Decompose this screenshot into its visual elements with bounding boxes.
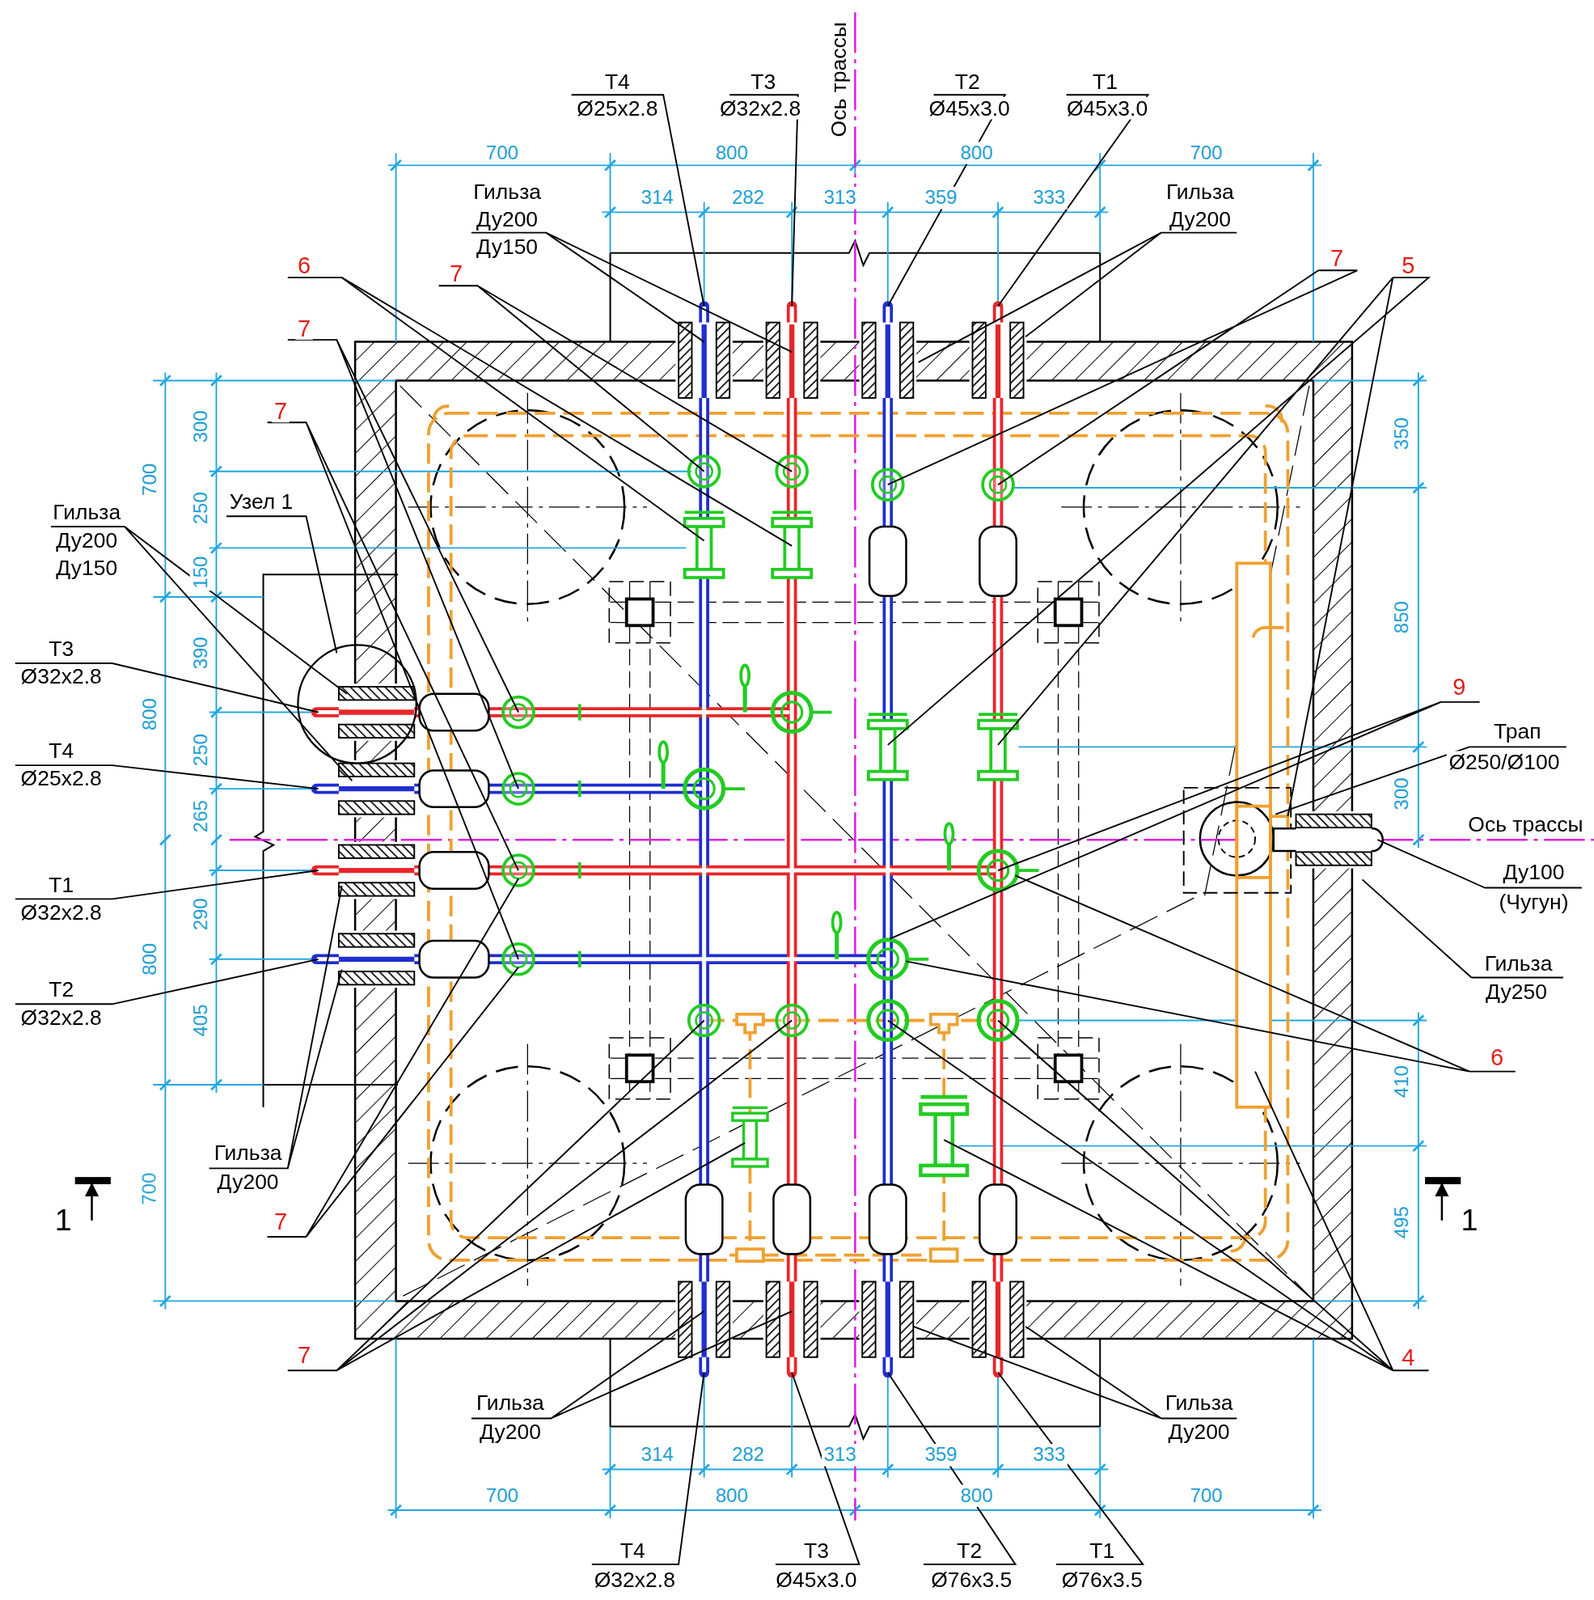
dimension: 300	[1391, 775, 1414, 812]
pipe-label: Ось трассы	[1466, 812, 1586, 836]
pipe-label: Ø32x2.8	[18, 900, 104, 924]
section-mark: 1	[52, 1209, 74, 1232]
pipe-label: Т3	[748, 70, 778, 94]
dimension: 410	[1391, 1063, 1414, 1100]
dimension: 314	[638, 1443, 676, 1467]
pipe-label: Гильза	[1162, 1391, 1235, 1415]
pipe-label: Ду200	[474, 207, 541, 231]
pipe-label: Т2	[955, 1539, 985, 1563]
pipe-label: Ду200	[1166, 207, 1233, 231]
dimension: 700	[139, 460, 162, 498]
pipe-label: Ø76x3.5	[929, 1568, 1015, 1591]
pipe-label: Ø25x2.8	[18, 767, 104, 791]
pipe-label: Ø32x2.8	[18, 1006, 104, 1029]
pipe-label: Гильза	[211, 1141, 284, 1165]
pipe-label: Т3	[801, 1539, 831, 1563]
pipe-label: Т4	[617, 1539, 647, 1563]
dimension: 495	[1391, 1204, 1414, 1241]
dimension: 359	[922, 186, 960, 210]
dimension: 390	[190, 634, 213, 672]
dimension: 265	[190, 798, 213, 835]
pipe-label: Ø45x3.0	[926, 97, 1012, 120]
pipe-label: Т1	[46, 873, 77, 897]
pipe-label: Ø32x2.8	[717, 97, 803, 120]
dimension: 800	[958, 141, 995, 165]
pipe-label: Ду200	[215, 1170, 281, 1193]
dimension: 300	[190, 408, 213, 445]
pipe-label: Т3	[46, 637, 77, 660]
pipe-label: Трап	[1492, 720, 1544, 744]
pipe-label: Ду150	[54, 557, 120, 580]
dimension: 290	[190, 896, 213, 933]
dimension: 800	[139, 940, 162, 977]
pipe-label: Т4	[46, 739, 77, 763]
pipe-label: Т2	[46, 978, 77, 1002]
callout-number: 5	[1399, 253, 1417, 277]
pipe-label: Т4	[602, 70, 632, 94]
pipe-label: Ду250	[1484, 980, 1550, 1003]
pipe-label: Узел 1	[227, 490, 296, 514]
pipe-label: Ø250/Ø100	[1446, 750, 1562, 774]
pipe-label: Гильза	[1163, 180, 1236, 203]
dimension: 700	[139, 1170, 162, 1207]
pipe-label: Ø25x2.8	[575, 97, 660, 120]
dimension: 150	[190, 553, 213, 591]
dimension: 359	[922, 1443, 960, 1467]
callout-number: 7	[271, 1209, 289, 1233]
callout-number: 7	[447, 262, 465, 285]
pipe-label: Ду150	[474, 235, 541, 258]
pipe-label: Гильза	[50, 500, 123, 524]
callout-number: 4	[1399, 1345, 1417, 1369]
pipe-label: Т2	[952, 70, 982, 94]
section-mark: 1	[1458, 1209, 1480, 1232]
dimension: 405	[190, 1002, 213, 1039]
callout-number: 7	[295, 1343, 313, 1366]
pipe-label: Гильза	[1482, 951, 1555, 975]
dimension: 313	[821, 1443, 859, 1467]
pipe-label: Ду200	[54, 529, 120, 553]
dimension: 850	[1391, 599, 1414, 636]
dimension: 314	[638, 186, 676, 210]
pipe-label: (Чугун)	[1496, 890, 1571, 914]
pipe-label: Ду200	[477, 1420, 543, 1443]
pipe-label: Ø76x3.5	[1059, 1568, 1145, 1591]
pipe-label: Ø32x2.8	[591, 1568, 677, 1591]
pipe-label: Гильза	[473, 1391, 546, 1415]
dimension: 700	[483, 141, 521, 165]
dimension: 700	[1188, 1484, 1225, 1507]
dimension: 250	[190, 490, 213, 527]
callout-number: 7	[271, 400, 289, 423]
pipe-label: Ду100	[1500, 861, 1567, 884]
pipe-label: Т1	[1087, 1539, 1117, 1563]
dimension: 800	[713, 1484, 750, 1507]
callout-number: 6	[1488, 1045, 1506, 1069]
dimension: 313	[821, 186, 859, 210]
dimension: 800	[958, 1484, 995, 1507]
pipe-label: Ø45x3.0	[1064, 97, 1150, 120]
pipe-label: Т1	[1090, 70, 1121, 94]
dimension: 800	[139, 696, 162, 733]
callout-number: 6	[295, 253, 313, 277]
pipe-label: Ду200	[1166, 1420, 1232, 1443]
dimension: 282	[729, 186, 766, 210]
pipe-label: Ø32x2.8	[18, 664, 104, 688]
dimension: 333	[1031, 1443, 1068, 1467]
pipe-label: Гильза	[471, 180, 544, 203]
axis-label: Ось трассы	[827, 20, 850, 140]
dimension: 250	[190, 731, 213, 769]
callout-number: 9	[1450, 675, 1468, 698]
dimension: 700	[483, 1484, 521, 1507]
dimension: 282	[729, 1443, 766, 1467]
dimension: 333	[1031, 186, 1068, 210]
dimension: 350	[1391, 415, 1414, 453]
callout-number: 7	[295, 317, 313, 340]
pipe-label: Ø45x3.0	[773, 1568, 859, 1591]
callout-number: 7	[1327, 246, 1345, 270]
dimension: 700	[1188, 141, 1225, 165]
dimension: 800	[713, 141, 750, 165]
